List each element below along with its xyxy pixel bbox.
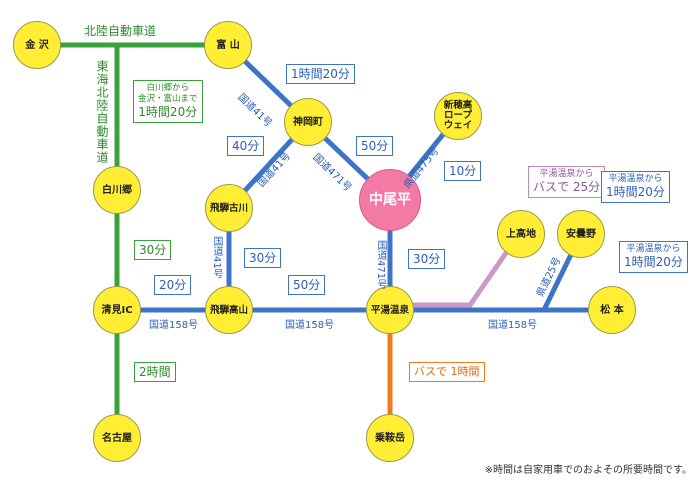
time-nakaoten-shinhotaka: 10分 — [444, 161, 482, 181]
node-azumino[interactable]: 安曇野 — [557, 210, 605, 258]
node-hida-furukawa[interactable]: 飛騨古川 — [205, 184, 253, 232]
time-kamioka-furukawa: 40分 — [227, 136, 265, 156]
node-hida-takayama[interactable]: 飛騨高山 — [205, 286, 253, 334]
node-matsumoto[interactable]: 松 本 — [588, 286, 636, 334]
node-shirakawa[interactable]: 白川郷 — [93, 166, 141, 214]
note-kamikochi: 平湯温泉から バスで 25分 — [528, 166, 606, 198]
node-toyama[interactable]: 富 山 — [204, 21, 252, 69]
node-kanazawa[interactable]: 金 沢 — [13, 21, 61, 69]
label-r41-takayama: 国道41号 — [211, 236, 222, 279]
label-r471-hirayu: 国道471号 — [375, 240, 386, 290]
time-nakaoten-hirayu: 30分 — [408, 249, 446, 269]
note-matsumoto: 平湯温泉から 1時間20分 — [619, 241, 688, 273]
label-r158-takayama: 国道158号 — [285, 320, 335, 331]
time-shirakawa-kiyomi: 30分 — [134, 240, 172, 260]
node-kamioka[interactable]: 神岡町 — [284, 98, 332, 146]
time-takayama-hirayu: 50分 — [288, 275, 326, 295]
time-hirayu-norikura: バスで 1時間 — [409, 362, 485, 382]
node-kamikochi[interactable]: 上高地 — [497, 210, 545, 258]
label-tokai-hokuriku-expressway: 東海北陸自動車道 — [95, 60, 109, 164]
label-hokuriku-expressway: 北陸自動車道 — [84, 24, 157, 38]
time-furukawa-takayama: 30分 — [244, 248, 282, 268]
time-kiyomi-takayama: 20分 — [154, 275, 192, 295]
bus-hirayu-kamikochi — [412, 238, 518, 308]
time-kamioka-nakaoten: 50分 — [356, 136, 394, 156]
node-shinhotaka[interactable]: 新穂高 ロープ ウェイ — [434, 92, 482, 140]
node-norikura[interactable]: 乗鞍岳 — [366, 414, 414, 462]
note-kanazawa: 白川郷から 金沢・富山まで 1時間20分 — [133, 80, 203, 123]
node-nagoya[interactable]: 名古屋 — [93, 414, 141, 462]
node-nakaoten[interactable]: 中尾平 — [359, 169, 421, 231]
time-kiyomi-nagoya: 2時間 — [134, 362, 176, 382]
node-kiyomi-ic[interactable]: 清見IC — [93, 286, 141, 334]
time-toyama-kamioka: 1時間20分 — [286, 64, 355, 84]
node-hirayu[interactable]: 平湯温泉 — [366, 286, 414, 334]
label-r158-matsumoto: 国道158号 — [488, 320, 538, 331]
footnote: ※時間は自家用車でのおよその所要時間です。 — [484, 465, 692, 476]
note-azumino: 平湯温泉から 1時間20分 — [601, 171, 670, 203]
label-r158-kiyomi: 国道158号 — [149, 320, 199, 331]
